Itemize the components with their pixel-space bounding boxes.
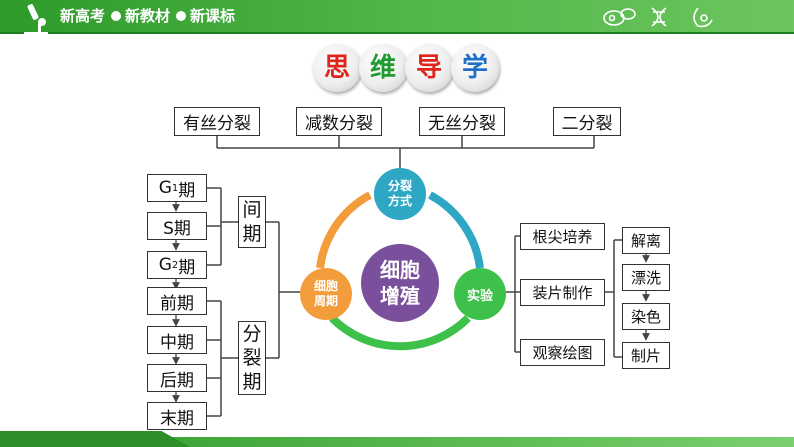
title-char-dao: 导 — [405, 44, 453, 92]
footer-wedge — [0, 431, 190, 447]
cells-icon — [603, 8, 636, 26]
division-type-amitosis: 无丝分裂 — [419, 107, 505, 136]
footer-bar — [0, 437, 794, 447]
division-type-binary-fission: 二分裂 — [553, 107, 621, 136]
node-cell-cycle: 细胞 周期 — [300, 268, 352, 320]
node-experiment: 实验 — [454, 268, 506, 320]
phase-anaphase: 后期 — [147, 364, 207, 392]
interphase-label: 间 期 — [238, 196, 266, 248]
header-item-kebiao: 新课标 — [190, 7, 236, 25]
header-decor-icons — [603, 7, 713, 28]
header-slogan: 新高考 新教材 新课标 — [60, 5, 235, 27]
header-item-gaokao: 新高考 — [60, 7, 106, 25]
bullet-icon — [111, 11, 122, 21]
header-item-jiaocai: 新教材 — [125, 7, 171, 25]
center-node-cell-proliferation: 细胞 增殖 — [361, 244, 439, 322]
phase-telophase: 末期 — [147, 402, 207, 430]
division-phase-label: 分 裂 期 — [238, 321, 266, 395]
phase-metaphase: 中期 — [147, 326, 207, 354]
experiment-step-slide-making: 装片制作 — [520, 279, 605, 306]
phase-s: S期 — [147, 212, 207, 240]
node-division-mode: 分裂 方式 — [374, 168, 426, 220]
bullet-icon — [176, 11, 187, 21]
title-char-si: 思 — [313, 44, 361, 92]
experiment-step-observe-draw: 观察绘图 — [520, 339, 605, 366]
experiment-step-root-culture: 根尖培养 — [520, 223, 605, 250]
slide-step-rinsing: 漂洗 — [622, 264, 670, 291]
slide-step-staining: 染色 — [622, 303, 670, 330]
header-bar — [0, 0, 794, 32]
slide-step-dissociation: 解离 — [622, 227, 670, 254]
dna-icon — [651, 7, 667, 27]
phase-prophase: 前期 — [147, 287, 207, 315]
title-char-wei: 维 — [359, 44, 407, 92]
division-type-meiosis: 减数分裂 — [296, 107, 382, 136]
header-underline — [0, 32, 794, 34]
division-type-mitosis: 有丝分裂 — [174, 107, 260, 136]
organ-icon — [693, 7, 713, 28]
title-char-xue: 学 — [451, 44, 499, 92]
microscope-icon — [24, 4, 48, 36]
slide-step-mounting: 制片 — [622, 342, 670, 369]
